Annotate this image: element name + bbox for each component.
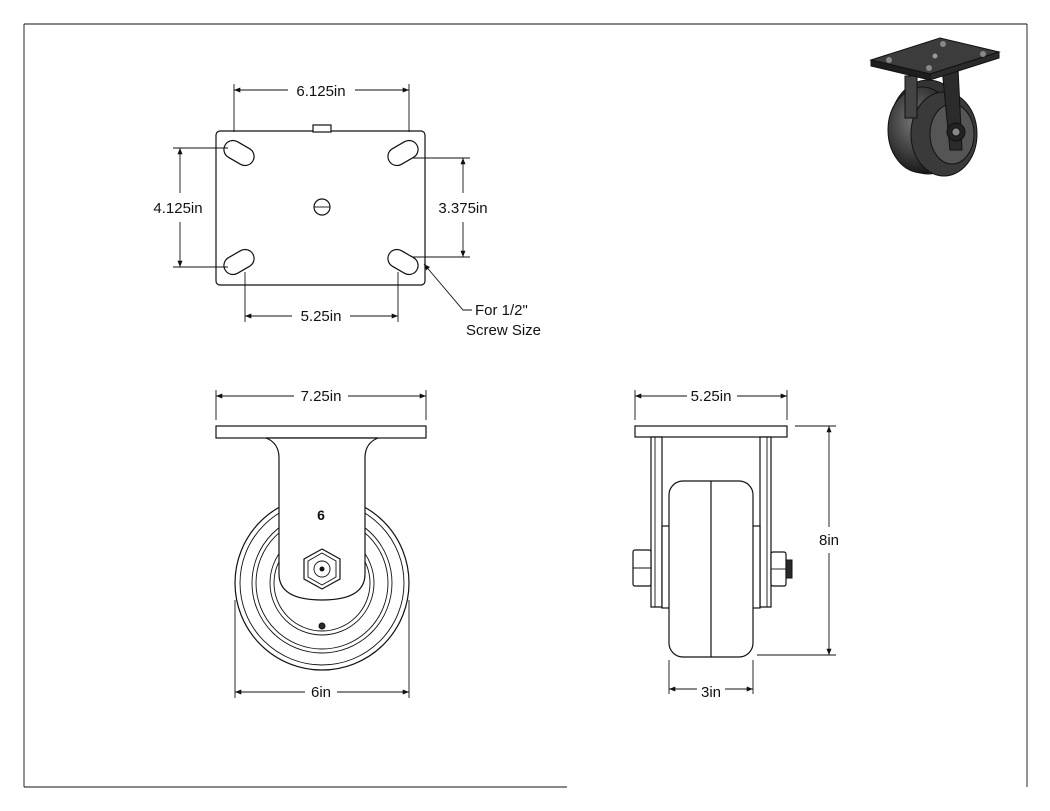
side-top-plate: [634, 425, 788, 438]
front-top-plate: [215, 425, 427, 439]
side-view: 5.25in 8in 3in: [632, 388, 839, 701]
grease-fitting: [318, 622, 326, 630]
isometric-view: [869, 37, 1001, 177]
drawing-border: [23, 23, 1028, 788]
mounting-slot: [387, 139, 419, 167]
note-screw-size-line1: For 1/2": [475, 302, 528, 319]
top-plate-tab: [312, 124, 332, 133]
side-fork-leg-left: [650, 436, 663, 608]
dim-top-width: 6.125in: [296, 83, 345, 100]
mounting-slot: [223, 139, 255, 167]
axle-thread-end: [785, 559, 793, 579]
mounting-slot: [387, 248, 419, 276]
dim-front-plate-width: 7.25in: [301, 388, 342, 405]
wheel-marking: 6: [317, 507, 325, 523]
dim-wheel-diameter: 6in: [311, 684, 331, 701]
dim-wheel-width: 3in: [701, 684, 721, 701]
side-fork-leg-right: [759, 436, 772, 608]
top-view: 6.125in 4.125in 3.375in 5.25in For 1/2" …: [153, 83, 541, 339]
note-screw-size-line2: Screw Size: [466, 322, 541, 339]
dim-top-inner-height: 3.375in: [438, 200, 487, 217]
dim-side-width: 5.25in: [691, 388, 732, 405]
dim-top-inner-width: 5.25in: [301, 308, 342, 325]
front-fork: [265, 437, 379, 601]
front-view: 6 7.25in 6in: [215, 388, 427, 701]
dim-top-height: 4.125in: [153, 200, 202, 217]
mounting-slot: [223, 248, 255, 276]
dim-side-height: 8in: [819, 532, 839, 549]
